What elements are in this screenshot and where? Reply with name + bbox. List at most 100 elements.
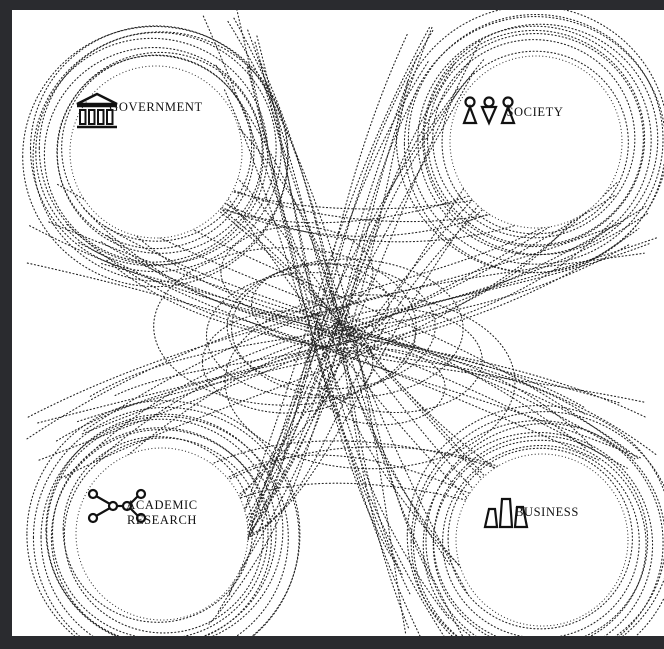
dotted-loop-116 (250, 262, 390, 347)
diagram-canvas: GOVERNMENT SOCIETY ACADEMIC RESEA (12, 10, 664, 636)
dotted-loop-114 (153, 247, 417, 406)
dotted-loop-54 (106, 259, 586, 415)
node-label-society: SOCIETY (506, 105, 564, 119)
dotted-loop-104 (248, 66, 445, 636)
dotted-loop-103 (65, 243, 650, 479)
dotted-loop-11 (426, 32, 644, 246)
dotted-loop-45 (170, 121, 592, 243)
dotted-loop-89 (201, 27, 430, 610)
dotted-loop-88 (180, 75, 432, 579)
people-icon (462, 96, 516, 126)
dotted-loop-90 (57, 183, 587, 449)
building-icon (76, 92, 118, 129)
dotted-loop-9 (441, 50, 629, 235)
dotted-loop-75 (113, 236, 660, 468)
dotted-loop-119 (205, 272, 416, 399)
dotted-loop-83 (89, 243, 631, 397)
dotted-loop-117 (231, 258, 464, 399)
dotted-loop-94 (78, 242, 643, 460)
dotted-loop-107 (95, 212, 650, 462)
dotted-loop-27 (447, 447, 633, 630)
dotted-loops (22, 10, 664, 636)
dotted-loop-118 (201, 310, 374, 414)
dotted-loop-1 (56, 55, 255, 250)
dotted-loop-71 (81, 194, 616, 435)
network-icon (87, 488, 147, 524)
node-circle-3 (455, 453, 629, 627)
dotted-loop-97 (237, 80, 409, 575)
node-label-government: GOVERNMENT (109, 100, 203, 114)
dotted-loop-66 (83, 207, 639, 460)
dotted-loop-60 (256, 35, 421, 636)
dotted-loop-86 (101, 263, 628, 469)
dotted-loop-63 (26, 201, 586, 440)
node-circle-1 (449, 55, 623, 229)
dotted-loop-26 (26, 400, 301, 636)
dotted-loop-29 (432, 439, 647, 636)
dotted-loop-17 (395, 10, 664, 273)
dotted-loop-93 (208, 63, 455, 625)
dotted-loop-25 (32, 406, 300, 636)
dotted-loop-12 (423, 29, 646, 248)
dotted-loop-108 (227, 20, 407, 636)
dotted-loop-14 (422, 23, 659, 256)
dotted-loop-19 (63, 437, 264, 634)
dotted-loop-105 (228, 88, 459, 597)
dotted-loop-53 (139, 130, 567, 237)
dotted-loop-24 (40, 415, 289, 636)
node-society: SOCIETY (460, 95, 610, 126)
dotted-loop-69 (217, 33, 408, 613)
dotted-loop-28 (442, 444, 640, 636)
dotted-loop-115 (309, 308, 483, 414)
dotted-loop-7 (32, 31, 289, 282)
dotted-loop-106 (104, 225, 636, 460)
dotted-loop-5 (38, 31, 277, 266)
dotted-loop-62 (48, 221, 622, 404)
dotted-loop-99 (37, 206, 647, 424)
dotted-loop-77 (223, 61, 429, 588)
dotted-loop-80 (236, 10, 399, 568)
dotted-loop-58 (100, 241, 586, 409)
dotted-loop-70 (106, 234, 648, 419)
dotted-loop-22 (46, 418, 277, 636)
dotted-loop-67 (27, 222, 623, 418)
dotted-loop-95 (114, 179, 602, 397)
dotted-loop-109 (216, 40, 481, 582)
dotted-loop-92 (233, 17, 404, 577)
dotted-loop-84 (263, 84, 470, 597)
bars-icon (483, 497, 529, 529)
node-circle-2 (75, 447, 249, 621)
dotted-loop-87 (76, 227, 640, 423)
dotted-loop-96 (247, 29, 470, 578)
dotted-loop-74 (66, 223, 647, 404)
dotted-loop-15 (407, 14, 664, 265)
dotted-loop-79 (83, 252, 645, 432)
dotted-loop-18 (62, 436, 254, 623)
dotted-loop-0 (61, 54, 253, 242)
dotted-loop-61 (219, 59, 471, 594)
dotted-loop-3 (43, 46, 264, 263)
dotted-loop-32 (425, 422, 664, 636)
dotted-loop-2 (56, 52, 263, 254)
node-label-business: BUSINESS (515, 505, 579, 519)
node-academic: ACADEMIC RESEARCH (87, 488, 237, 528)
dotted-loop-85 (204, 26, 433, 594)
dotted-loop-20 (51, 427, 269, 636)
dotted-loop-21 (50, 428, 272, 636)
dotted-loop-16 (403, 15, 664, 274)
dotted-loop-112 (318, 348, 446, 426)
dotted-loop-113 (220, 225, 374, 319)
dotted-loop-23 (45, 413, 284, 636)
dotted-loop-30 (433, 435, 649, 636)
dotted-loop-102 (113, 181, 630, 454)
dotted-loop-51 (185, 454, 554, 538)
dotted-loop-101 (195, 89, 419, 579)
dotted-loop-10 (432, 39, 636, 239)
dotted-loop-98 (92, 188, 596, 452)
dotted-loop-8 (22, 25, 289, 288)
dotted-loop-31 (422, 431, 654, 636)
dotted-loop-72 (246, 66, 466, 572)
dotted-loop-91 (55, 219, 614, 442)
node-business: BUSINESS (482, 495, 612, 529)
dotted-loop-76 (254, 41, 450, 619)
